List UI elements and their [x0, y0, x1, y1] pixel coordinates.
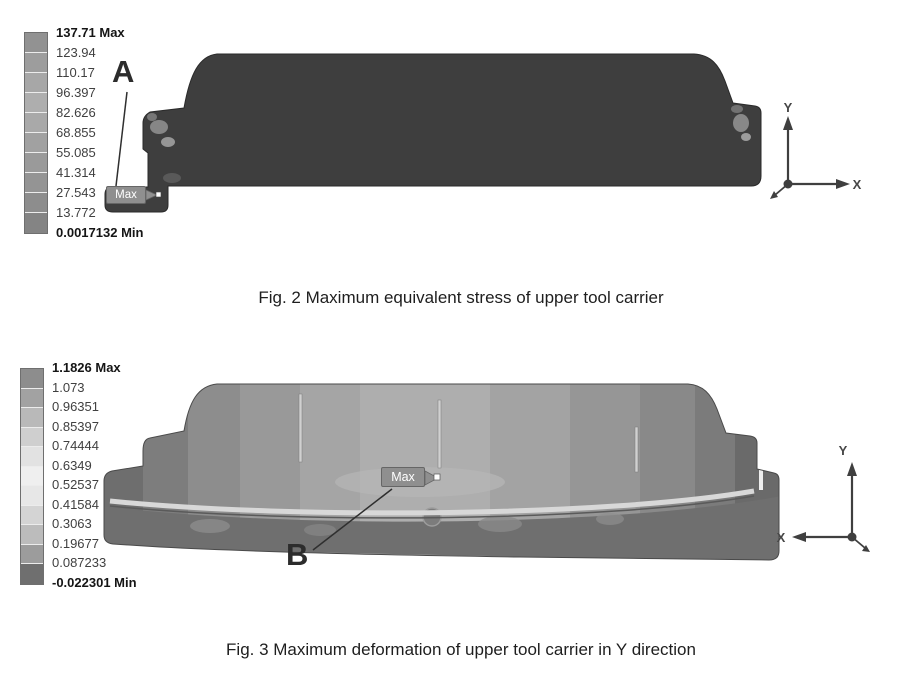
fig3-right-edge-mark [759, 466, 763, 490]
legend-value: 123.94 [56, 44, 96, 60]
fig3-z-axis-stub [851, 536, 866, 549]
fig3-max-probe-marker [433, 473, 441, 481]
fig2-stress-patch [147, 113, 157, 121]
legend-value: 0.52537 [52, 477, 99, 493]
fig3-caption: Fig. 3 Maximum deformation of upper tool… [226, 640, 696, 659]
legend-value: 0.3063 [52, 516, 92, 532]
legend-color-cell [21, 388, 43, 408]
fig3-part-outline [103, 383, 780, 561]
legend-color-cell [25, 133, 47, 153]
fig3-axis-triad: Y X [777, 443, 870, 552]
legend-value: 96.397 [56, 84, 96, 100]
fig3-x-axis-arrowhead [792, 532, 806, 542]
fig3-max-annotation-tag: Max [381, 467, 425, 487]
legend-color-cell [25, 93, 47, 113]
fig2-stress-legend-colorbar [24, 32, 48, 234]
legend-value-min: -0.022301 Min [52, 574, 137, 590]
fig2-stress-patch [731, 105, 743, 113]
legend-color-cell [21, 466, 43, 486]
legend-value-min: 0.0017132 Min [56, 224, 144, 240]
fig2-stress-legend-labels: 137.71 Max 123.94 110.17 96.397 82.626 6… [56, 22, 143, 242]
legend-color-cell [25, 53, 47, 73]
legend-value: 82.626 [56, 104, 96, 120]
legend-color-cell [21, 505, 43, 525]
legend-value: 0.6349 [52, 457, 92, 473]
legend-value: 110.17 [56, 64, 95, 80]
fig3-pin-mark [437, 399, 442, 469]
fig3-y-axis-label: Y [839, 443, 848, 458]
fig3-z-axis-arrowhead [862, 545, 870, 552]
fig2-z-axis-stub [774, 183, 789, 196]
legend-value: 68.855 [56, 124, 96, 140]
fig3-y-axis-arrowhead [847, 462, 857, 476]
legend-color-cell [21, 486, 43, 506]
legend-value: 41.314 [56, 164, 96, 180]
fig2-stress-patch [150, 120, 168, 134]
fig2-x-axis-arrowhead [836, 179, 850, 189]
legend-value: 55.085 [56, 144, 96, 160]
fig2-part-body [104, 53, 762, 213]
legend-color-cell [21, 427, 43, 447]
annotation-letter-a: A [112, 54, 135, 89]
fig2-max-annotation-tag: Max [106, 186, 146, 204]
fig2-stress-patch [161, 137, 175, 147]
fig2-caption: Fig. 2 Maximum equivalent stress of uppe… [258, 288, 664, 307]
legend-value-max: 1.1826 Max [52, 360, 121, 376]
legend-color-cell [21, 525, 43, 545]
legend-value: 13.772 [56, 204, 96, 220]
legend-value-max: 137.71 Max [56, 24, 125, 40]
legend-value: 0.96351 [52, 399, 99, 415]
legend-value: 27.543 [56, 184, 96, 200]
fig2-stress-patch [163, 173, 181, 183]
legend-color-cell [21, 369, 43, 389]
fig2-y-axis-arrowhead [783, 116, 793, 130]
legend-color-cell [25, 213, 47, 233]
fig3-contour-bands [104, 384, 779, 560]
fig2-annotation-leader-line [115, 91, 128, 187]
fig3-max-tag-pointer [424, 470, 439, 486]
legend-color-cell [25, 73, 47, 93]
legend-value: 0.087233 [52, 555, 107, 571]
fig3-pin-mark [298, 393, 303, 463]
legend-value: 0.74444 [52, 438, 99, 454]
annotation-letter-b: B [286, 537, 309, 572]
fig3-pin-mark [634, 426, 639, 473]
legend-color-cell [21, 447, 43, 467]
fig2-z-axis-arrowhead [770, 191, 778, 199]
legend-color-cell [25, 113, 47, 133]
legend-value: 0.85397 [52, 418, 99, 434]
fig2-part-silhouette [104, 53, 762, 213]
legend-color-cell [21, 544, 43, 564]
fig2-stress-patch [741, 133, 751, 141]
fig3-deformation-legend-colorbar [20, 368, 44, 585]
fig3-x-axis-label: X [777, 530, 786, 545]
legend-value: 0.41584 [52, 496, 99, 512]
fig2-max-tag-pointer [145, 189, 158, 201]
legend-color-cell [25, 193, 47, 213]
legend-color-cell [25, 33, 47, 53]
legend-color-cell [21, 564, 43, 584]
fig3-deformation-legend-labels: 1.1826 Max 1.073 0.96351 0.85397 0.74444… [52, 358, 137, 592]
fig3-annotation-leader-line [312, 488, 393, 551]
legend-value: 1.073 [52, 379, 85, 395]
legend-value: 0.19677 [52, 535, 99, 551]
legend-color-cell [21, 408, 43, 428]
fig2-axis-triad: Y X [770, 100, 862, 199]
legend-color-cell [25, 173, 47, 193]
legend-color-cell [25, 153, 47, 173]
fig2-y-axis-label: Y [784, 100, 793, 115]
fig2-stress-patch [733, 114, 749, 132]
fig2-x-axis-label: X [853, 177, 862, 192]
fig2-max-probe-marker [155, 191, 162, 198]
